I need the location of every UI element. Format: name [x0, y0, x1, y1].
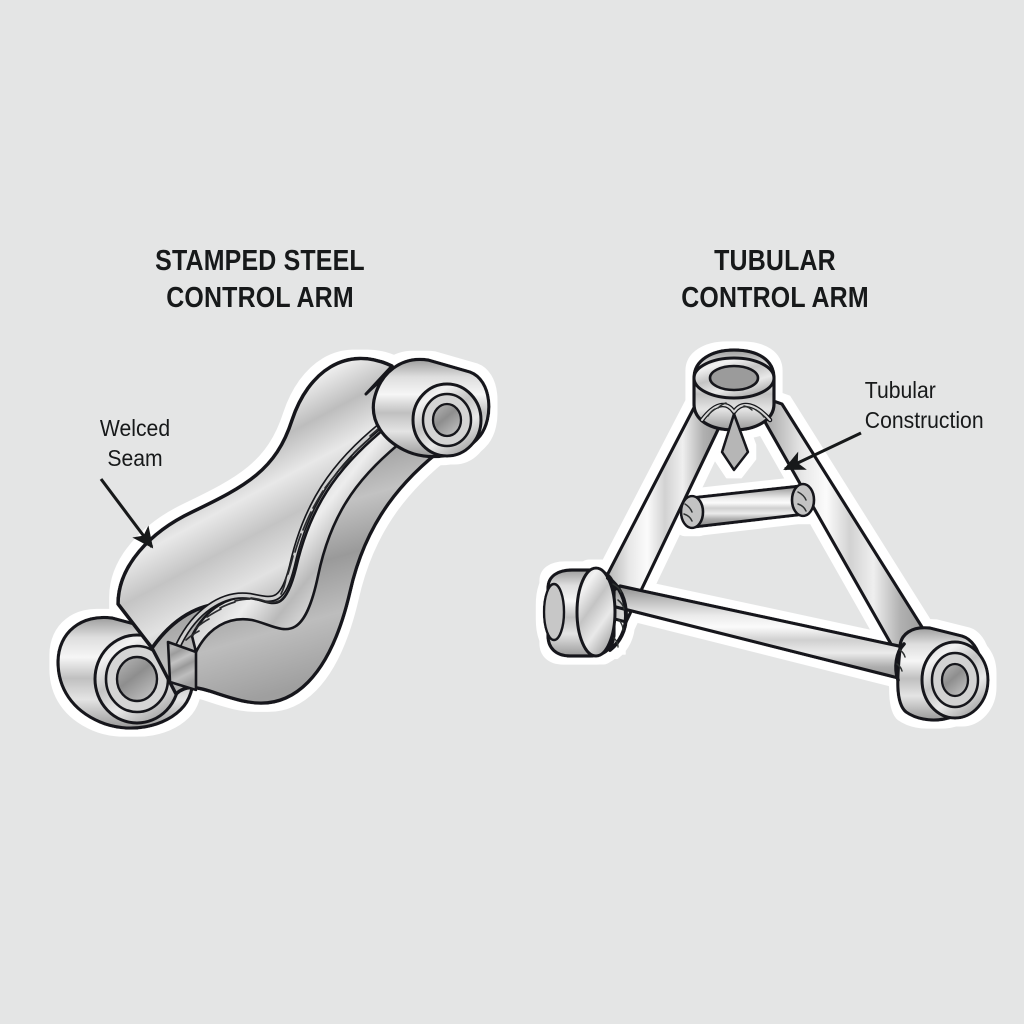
- stamped-steel-panel-title: STAMPED STEEL CONTROL ARM: [155, 245, 365, 314]
- apex-leg-crotch: [720, 412, 750, 472]
- apex-sleeve-bore: [708, 364, 760, 392]
- welded-seam-callout-arrow: [99, 478, 154, 549]
- right-bushing-weld-ripples: [896, 649, 906, 672]
- stamped-arm-weld-ripples: [185, 422, 386, 641]
- tubular-construction-callout-arrow: [783, 431, 862, 471]
- cross-brace-weld-ripples: [683, 491, 807, 522]
- left-bushing-weld-ripples: [612, 583, 625, 648]
- stamped-arm-upper-bushing: [371, 357, 491, 459]
- right-bushing-weld-bead: [894, 642, 906, 682]
- tubular-arm-left-bushing: [542, 566, 629, 658]
- tubular-control-arm-illustration: [542, 348, 990, 722]
- welded-seam-callout-label: Welced Seam: [99, 415, 171, 472]
- stamped-steel-control-arm-illustration: [56, 356, 491, 730]
- tubular-arm-cross-brace: [679, 482, 816, 530]
- apex-weld-ripples: [707, 402, 765, 418]
- cross-brace-right-weld-collar: [790, 482, 816, 518]
- tubular-panel-title: TUBULAR CONTROL ARM: [681, 245, 869, 314]
- tubular-arm-apex-sleeve: [692, 348, 776, 472]
- tubular-construction-callout-label: Tubular Construction: [864, 377, 984, 434]
- stamped-arm-lower-step: [166, 640, 198, 692]
- tubular-arm-right-bushing: [894, 626, 990, 722]
